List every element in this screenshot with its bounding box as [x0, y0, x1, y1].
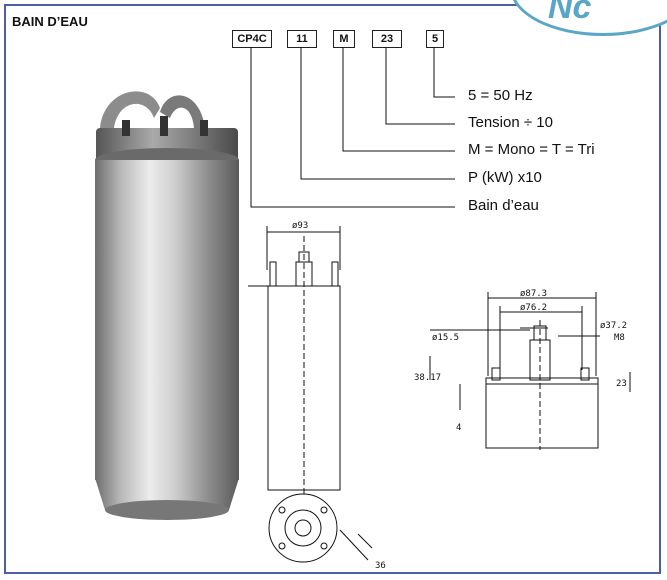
dim-height-23: 23 [616, 379, 627, 389]
dim-diameter-93: ø93 [292, 221, 308, 231]
dim-height-4: 4 [456, 423, 461, 433]
dim-diameter-15: ø15.5 [432, 333, 459, 343]
detail-view-drawing [429, 292, 631, 450]
dim-diameter-76: ø76.2 [520, 303, 547, 313]
legend-phase: M = Mono = T = Tri [468, 141, 595, 158]
legend-voltage: Tension ÷ 10 [468, 114, 553, 131]
code-box-series: CP4C [232, 30, 272, 48]
dim-thread-m8: M8 [614, 333, 625, 343]
dim-diameter-87: ø87.3 [520, 289, 547, 299]
code-box-voltage: 23 [372, 30, 402, 48]
new-badge-text: Nc [548, 0, 592, 26]
front-view-drawing [248, 226, 373, 563]
code-box-frequency: 5 [426, 30, 444, 48]
code-box-phase: M [333, 30, 355, 48]
leader-lines [250, 47, 455, 208]
legend-frequency: 5 = 50 Hz [468, 87, 533, 104]
dim-width-36: 36 [375, 561, 386, 571]
dim-diameter-37: ø37.2 [600, 321, 627, 331]
dim-height-38: 38.17 [414, 373, 441, 383]
legend-series: Bain d’eau [468, 197, 539, 214]
page-title: BAIN D’EAU [12, 14, 88, 29]
legend-power: P (kW) x10 [468, 169, 542, 186]
motor-photo [95, 91, 239, 520]
code-box-power: 11 [287, 30, 317, 48]
